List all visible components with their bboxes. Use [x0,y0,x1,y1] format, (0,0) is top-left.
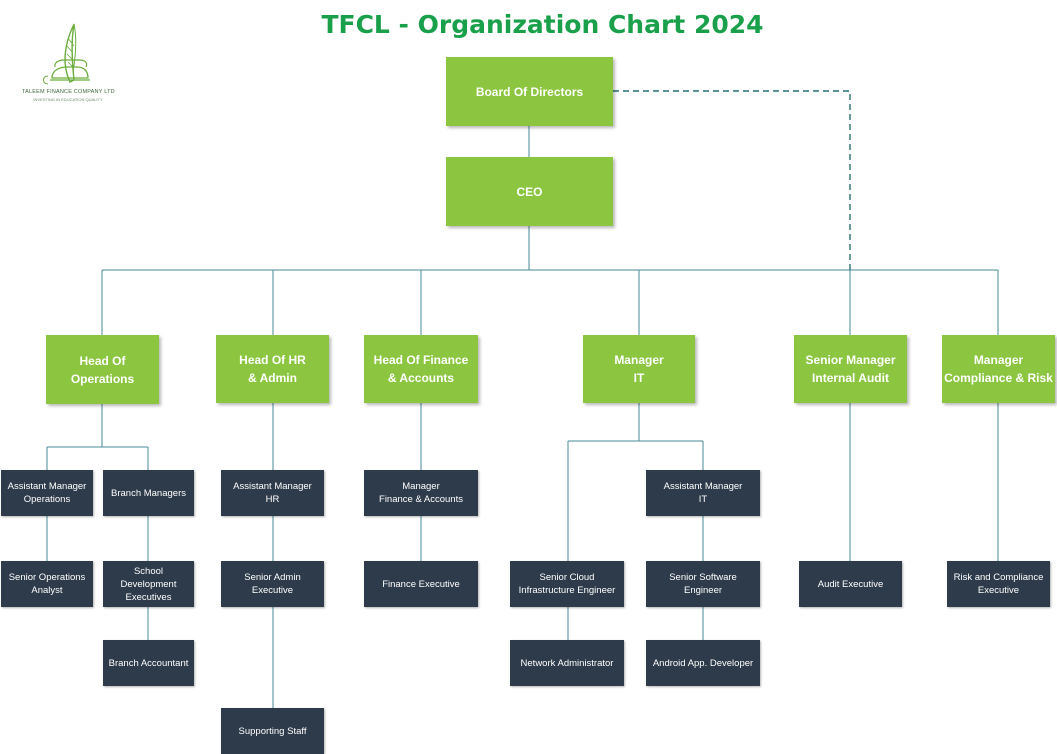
head-of-operations-box: Head Of Operations [46,335,159,404]
senior-admin-executive-box: Senior Admin Executive [221,561,324,607]
finance-executive-box: Finance Executive [364,561,478,607]
supporting-staff-box: Supporting Staff [221,708,324,754]
quill-inkpot-icon [43,23,90,85]
manager-it-box: Manager IT [583,335,695,403]
assistant-manager-operations-box: Assistant Manager Operations [1,470,93,516]
assistant-manager-hr-box: Assistant Manager HR [221,470,324,516]
branch-accountant-box: Branch Accountant [103,640,194,686]
board-of-directors-box: Board Of Directors [446,57,613,126]
manager-finance-accounts-box: Manager Finance & Accounts [364,470,478,516]
network-administrator-box: Network Administrator [510,640,624,686]
company-logo: TALEEM FINANCE COMPANY LTD INVESTING IN … [22,20,115,106]
android-app-developer-box: Android App. Developer [646,640,760,686]
manager-compliance-risk-box: Manager Compliance & Risk [942,335,1055,403]
senior-operations-analyst-box: Senior Operations Analyst [1,561,93,607]
branch-managers-box: Branch Managers [103,470,194,516]
senior-manager-internal-audit-box: Senior Manager Internal Audit [794,335,907,403]
head-of-hr-admin-box: Head Of HR & Admin [216,335,329,403]
senior-cloud-infrastructure-engineer-box: Senior Cloud Infrastructure Engineer [510,561,624,607]
logo-tagline: INVESTING IN EDUCATION QUALITY [33,97,103,102]
head-of-finance-accounts-box: Head Of Finance & Accounts [364,335,478,403]
risk-compliance-executive-box: Risk and Compliance Executive [947,561,1050,607]
page-title: TFCL - Organization Chart 2024 [321,10,764,39]
senior-software-engineer-box: Senior Software Engineer [646,561,760,607]
logo-company-name: TALEEM FINANCE COMPANY LTD [22,89,115,95]
assistant-manager-it-box: Assistant Manager IT [646,470,760,516]
school-development-executives-box: School Development Executives [103,561,194,607]
audit-executive-box: Audit Executive [799,561,902,607]
ceo-box: CEO [446,157,613,226]
